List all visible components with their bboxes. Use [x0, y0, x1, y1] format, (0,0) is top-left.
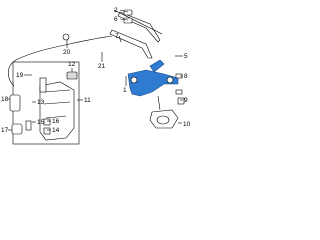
callout-2: 2 — [114, 7, 118, 14]
wiper-blade-upper — [113, 9, 163, 35]
callout-16: 16 — [52, 118, 60, 125]
callout-13: 13 — [37, 99, 45, 106]
callout-18: 18 — [1, 96, 9, 103]
callout-15: 15 — [37, 119, 45, 126]
pivot-cap-2 — [123, 17, 133, 24]
callout-19: 19 — [16, 72, 24, 79]
pivot-cap-1 — [123, 9, 133, 16]
callout-11: 11 — [84, 97, 91, 104]
callout-14: 14 — [52, 127, 60, 134]
wiper-washer-parts-diagram: 2 6 7 20 21 5 8 1 9 10 19 12 11 18 13 15… — [1, 7, 191, 145]
callout-9: 9 — [184, 97, 188, 104]
reservoir-detail — [43, 89, 71, 119]
leader-2-6 — [119, 9, 129, 21]
linkage-nut — [177, 97, 185, 105]
callout-5: 5 — [184, 53, 188, 60]
filler-cap — [66, 71, 78, 80]
callout-10: 10 — [183, 121, 191, 128]
cap-bolt — [43, 127, 51, 135]
leader-7 — [118, 35, 122, 43]
grommet — [43, 118, 51, 126]
washer-hose — [7, 35, 113, 87]
callout-20: 20 — [63, 49, 71, 56]
callout-17: 17 — [1, 127, 9, 134]
linkage-pivot-left — [130, 76, 138, 84]
level-sensor — [11, 123, 23, 135]
washer-nozzle — [62, 33, 70, 41]
callout-21: 21 — [98, 63, 106, 70]
filler-neck — [39, 77, 47, 93]
washer-reservoir — [39, 81, 75, 141]
washer-pump — [9, 94, 21, 112]
callout-7: 7 — [115, 33, 119, 40]
callout-12: 12 — [68, 61, 76, 68]
motor-connector-line — [157, 95, 161, 111]
motor-cap — [156, 115, 170, 125]
linkage-pivot-right — [166, 76, 174, 84]
callout-6: 6 — [114, 16, 118, 23]
motor-bolt-2 — [175, 89, 183, 95]
hose-clip — [25, 120, 32, 131]
wiper-arm-lower — [109, 29, 153, 59]
callout-1: 1 — [123, 87, 127, 94]
callout-8: 8 — [184, 73, 188, 80]
linkage-arm — [149, 59, 165, 73]
wiper-linkage — [127, 69, 179, 97]
